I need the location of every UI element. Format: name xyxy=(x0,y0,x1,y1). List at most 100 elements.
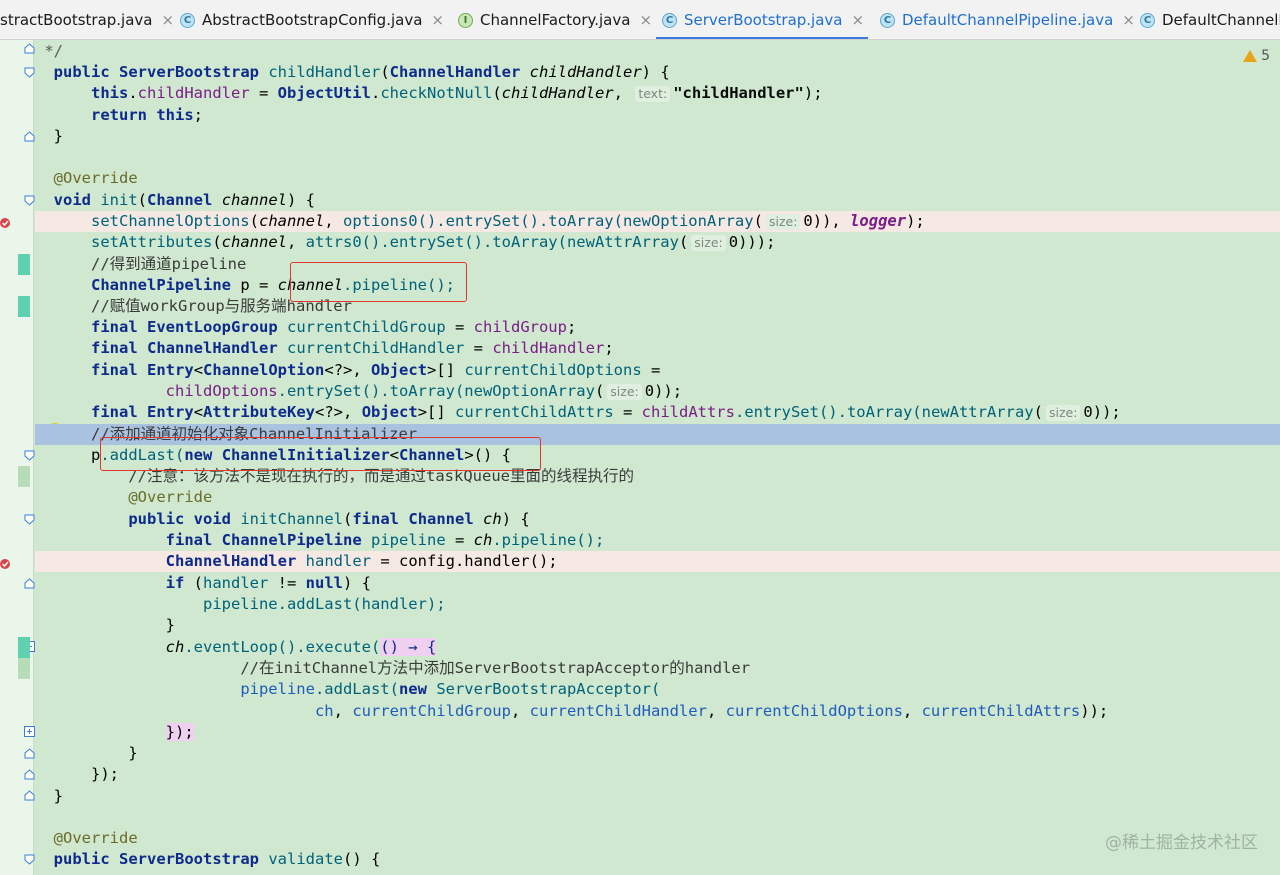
parameter: ch xyxy=(483,510,502,528)
keyword: final xyxy=(165,531,213,549)
punctuation: )); xyxy=(1080,702,1109,720)
keyword: public xyxy=(53,63,110,81)
code-line-22: public void initChannel(final Channel ch… xyxy=(128,510,530,528)
method-call: .eventLoop().execute( xyxy=(184,638,381,656)
tab-label: DefaultChannelP xyxy=(1162,11,1280,29)
fold-down-icon[interactable] xyxy=(24,195,35,206)
code-line-9: setAttributes(channel, attrs0().entrySet… xyxy=(91,233,776,251)
fold-down-icon[interactable] xyxy=(24,854,35,865)
keyword: final xyxy=(91,339,138,357)
field: childHandler xyxy=(492,339,605,357)
tab-default-channel-p[interactable]: C DefaultChannelP xyxy=(1134,0,1280,39)
vcs-change-marker[interactable] xyxy=(18,637,30,658)
captured-variable: currentChildGroup xyxy=(352,702,511,720)
captured-variable: ch xyxy=(314,702,334,720)
parameter: channel xyxy=(221,233,287,251)
code-line-19: p.addLast(new ChannelInitializer<Channel… xyxy=(91,446,512,464)
fold-down-icon[interactable] xyxy=(24,450,35,461)
number-literal: 0 xyxy=(728,233,739,251)
vcs-change-marker[interactable] xyxy=(18,296,30,317)
punctuation: }); xyxy=(91,765,119,783)
fold-up-icon[interactable] xyxy=(24,748,35,759)
method-call: .addLast( xyxy=(314,680,399,698)
comment: //在initChannel方法中添加ServerBootstrapAccept… xyxy=(240,659,751,677)
fold-up-icon[interactable] xyxy=(24,790,35,801)
code-line-26: pipeline.addLast(handler); xyxy=(35,594,1280,615)
type-name: AttributeKey xyxy=(203,403,316,421)
close-icon[interactable]: × xyxy=(851,11,865,29)
parameter-hint: size: xyxy=(1045,405,1081,421)
code-line-23: final ChannelPipeline pipeline = ch.pipe… xyxy=(165,531,605,549)
code-line-25: if (handler != null) { xyxy=(165,574,371,592)
tab-default-channel-pipeline[interactable]: C DefaultChannelPipeline.java × xyxy=(874,0,1135,39)
editor-gutter xyxy=(0,40,35,875)
close-icon[interactable]: × xyxy=(639,11,653,29)
brace: } xyxy=(53,787,64,805)
parameter: channel xyxy=(258,212,325,230)
warning-icon xyxy=(1243,50,1258,62)
method-call: checkNotNull xyxy=(380,84,493,102)
type-name: EventLoopGroup xyxy=(147,318,278,336)
type-name: ChannelPipeline xyxy=(91,276,231,294)
method-call: setAttributes xyxy=(91,233,213,251)
class-name: ServerBootstrap xyxy=(119,63,259,81)
keyword: final xyxy=(352,510,400,528)
fold-up-icon[interactable] xyxy=(24,43,35,54)
close-icon[interactable]: × xyxy=(161,11,175,29)
code-line-14: final ChannelHandler currentChildHandler… xyxy=(91,339,614,357)
class-icon: C xyxy=(662,12,677,28)
fold-up-icon[interactable] xyxy=(24,131,35,142)
code-line-37: public ServerBootstrap validate() { xyxy=(53,850,381,868)
field: childAttrs xyxy=(641,403,735,421)
method-call: .addLast( xyxy=(100,446,185,464)
keyword: this xyxy=(91,84,129,102)
code-line-5: } xyxy=(35,126,1280,147)
method-call: .entrySet().toArray( xyxy=(734,403,922,421)
inspection-widget[interactable]: 5 xyxy=(1243,48,1270,64)
brace: } xyxy=(53,127,64,145)
annotation: @Override xyxy=(53,829,138,847)
tab-server-bootstrap[interactable]: C ServerBootstrap.java × xyxy=(656,0,868,39)
fold-down-icon[interactable] xyxy=(24,514,35,525)
code-line-13: final EventLoopGroup currentChildGroup =… xyxy=(91,318,577,336)
type-name: Object xyxy=(361,403,418,421)
method-call: .pipeline(); xyxy=(492,531,605,549)
method-call: newAttrArray xyxy=(566,233,679,251)
punctuation: }); xyxy=(165,723,194,741)
type-name: ChannelHandler xyxy=(147,339,278,357)
type-name: Channel xyxy=(147,191,213,209)
parameter: childHandler xyxy=(529,63,642,81)
parameter: channel xyxy=(221,191,288,209)
keyword: public xyxy=(53,850,110,868)
field: childOptions xyxy=(165,382,278,400)
tab-abstract-bootstrap-config[interactable]: C AbstractBootstrapConfig.java × xyxy=(174,0,444,39)
breakpoint-icon[interactable] xyxy=(0,214,12,228)
code-line-20: //注意：该方法不是现在执行的，而是通过taskQueue里面的线程执行的 xyxy=(35,466,1280,487)
vcs-change-marker[interactable] xyxy=(18,658,30,679)
vcs-change-marker[interactable] xyxy=(18,254,30,275)
type-name: Entry xyxy=(147,403,194,421)
code-line-17: final Entry<AttributeKey<?>, Object>[] c… xyxy=(91,403,1121,421)
comment: //得到通道pipeline xyxy=(91,255,247,273)
fold-up-icon[interactable] xyxy=(24,769,35,780)
variable: pipeline xyxy=(371,531,446,549)
code-editor[interactable]: */ public ServerBootstrap childHandler(C… xyxy=(35,40,1280,875)
class-icon: C xyxy=(880,12,895,28)
fold-expand-icon[interactable] xyxy=(24,726,35,737)
type-name: Channel xyxy=(399,446,465,464)
parameter-hint: text: xyxy=(635,86,671,102)
variable: currentChildGroup xyxy=(287,318,446,336)
code-line-1: */ xyxy=(35,41,1280,62)
keyword: final xyxy=(91,361,138,379)
close-icon[interactable]: × xyxy=(1122,11,1135,29)
tab-label: ServerBootstrap.java xyxy=(684,11,843,29)
vcs-change-marker[interactable] xyxy=(18,466,30,487)
fold-up-icon[interactable] xyxy=(24,578,35,589)
method-call: pipeline.addLast(handler); xyxy=(202,595,446,613)
tab-channel-factory[interactable]: I ChannelFactory.java × xyxy=(452,0,653,39)
tab-abstract-bootstrap[interactable]: stractBootstrap.java × xyxy=(0,0,175,39)
breakpoint-icon[interactable] xyxy=(0,555,12,569)
annotation: @Override xyxy=(128,488,213,506)
close-icon[interactable]: × xyxy=(431,11,444,29)
fold-down-icon[interactable] xyxy=(24,67,35,78)
